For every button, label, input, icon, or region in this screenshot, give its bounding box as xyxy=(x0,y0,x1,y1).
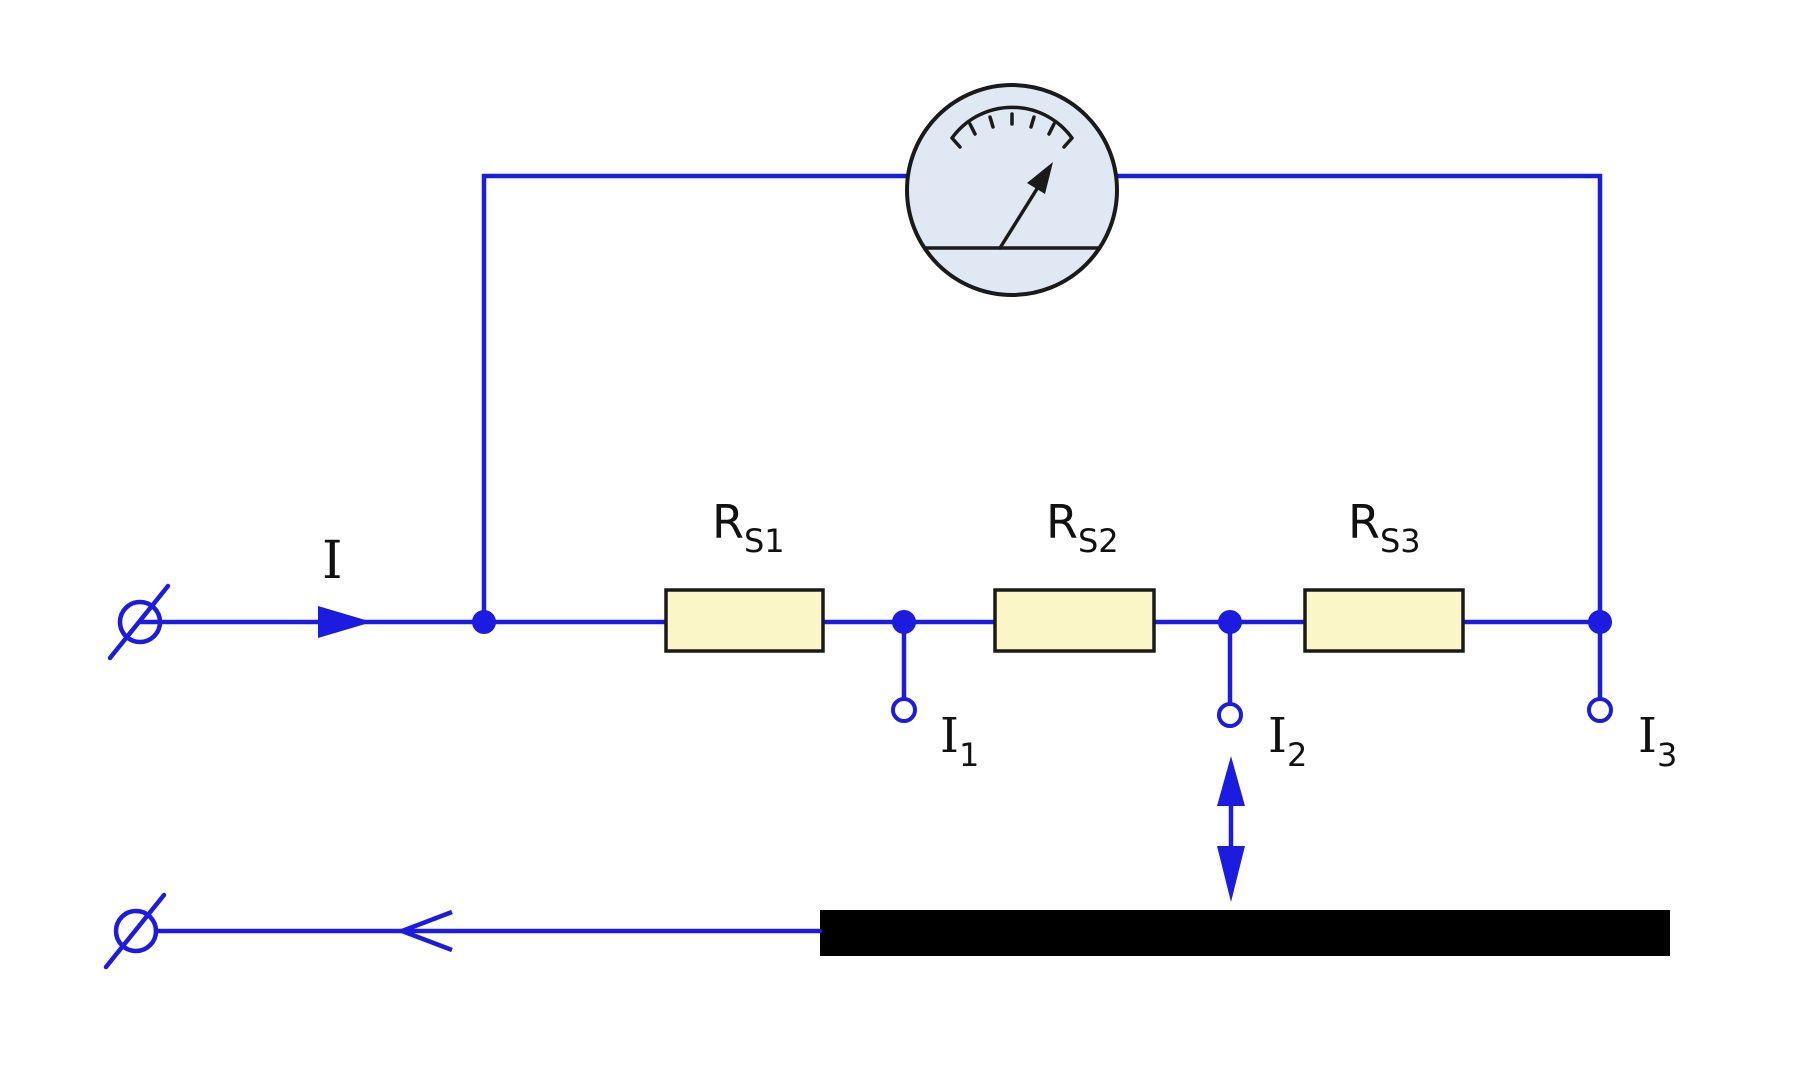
return-current-arrow xyxy=(395,909,453,953)
galvanometer-icon xyxy=(905,83,1119,297)
resistor-rs2 xyxy=(993,588,1156,653)
tap-1-label: I1 xyxy=(940,708,979,774)
resistor-rs3-label: RS3 xyxy=(1348,495,1421,560)
bus-bar xyxy=(820,910,1670,956)
input-current-arrow xyxy=(318,606,372,638)
resistor-rs1 xyxy=(664,588,825,653)
tap-1-terminal[interactable] xyxy=(891,697,917,723)
resistor-rs2-label: RS2 xyxy=(1046,495,1119,560)
tap-2-label: I2 xyxy=(1268,708,1307,774)
input-current-label: I xyxy=(322,531,343,591)
movable-connector-double-arrow[interactable] xyxy=(1217,756,1245,902)
resistor-rs3 xyxy=(1303,588,1465,653)
junction-left xyxy=(472,610,496,634)
meter-right-wire xyxy=(1114,173,1603,625)
tap-2-terminal[interactable] xyxy=(1217,702,1243,728)
tap-3-terminal[interactable] xyxy=(1587,697,1613,723)
tap-3-label: I3 xyxy=(1638,708,1677,774)
input-terminal-icon xyxy=(107,583,171,661)
meter-left-wire xyxy=(481,173,909,625)
resistor-rs1-label: RS1 xyxy=(712,495,785,560)
